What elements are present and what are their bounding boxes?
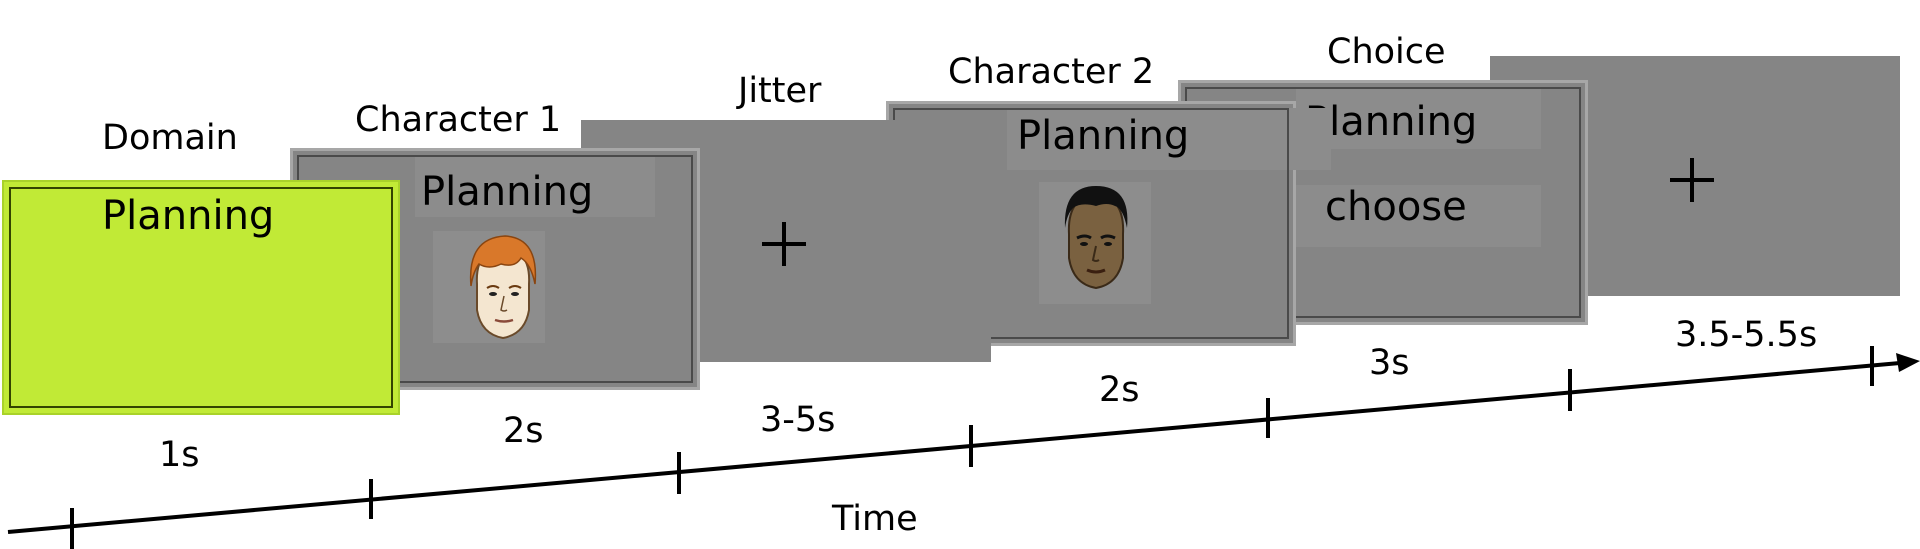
domain-screen: Planning (2, 180, 400, 415)
stage-label-character-2: Character 2 (948, 52, 1155, 92)
duration-iti: 3.5-5.5s (1675, 315, 1818, 355)
duration-jitter: 3-5s (760, 400, 836, 440)
duration-choice: 3s (1369, 343, 1410, 383)
time-axis-ticks (70, 346, 1874, 549)
stage-label-character-1: Character 1 (355, 100, 562, 140)
choice-word: Planning (1305, 99, 1478, 145)
duration-domain: 1s (159, 435, 200, 475)
time-axis-label: Time (832, 499, 918, 539)
face-light-skin-icon (469, 235, 537, 340)
stage-label-domain: Domain (102, 118, 238, 158)
stage-label-choice: Choice (1327, 32, 1446, 72)
face-dark-skin-icon (1064, 186, 1128, 290)
character-1-word: Planning (421, 169, 594, 215)
domain-word: Planning (102, 193, 275, 239)
duration-character-2: 2s (1099, 370, 1140, 410)
stage-label-jitter: Jitter (738, 71, 822, 111)
choice-prompt: choose (1325, 184, 1467, 230)
time-axis-arrowhead (1896, 353, 1920, 372)
time-axis-line (7, 361, 1901, 534)
character-2-word: Planning (1017, 113, 1190, 159)
duration-character-1: 2s (503, 411, 544, 451)
